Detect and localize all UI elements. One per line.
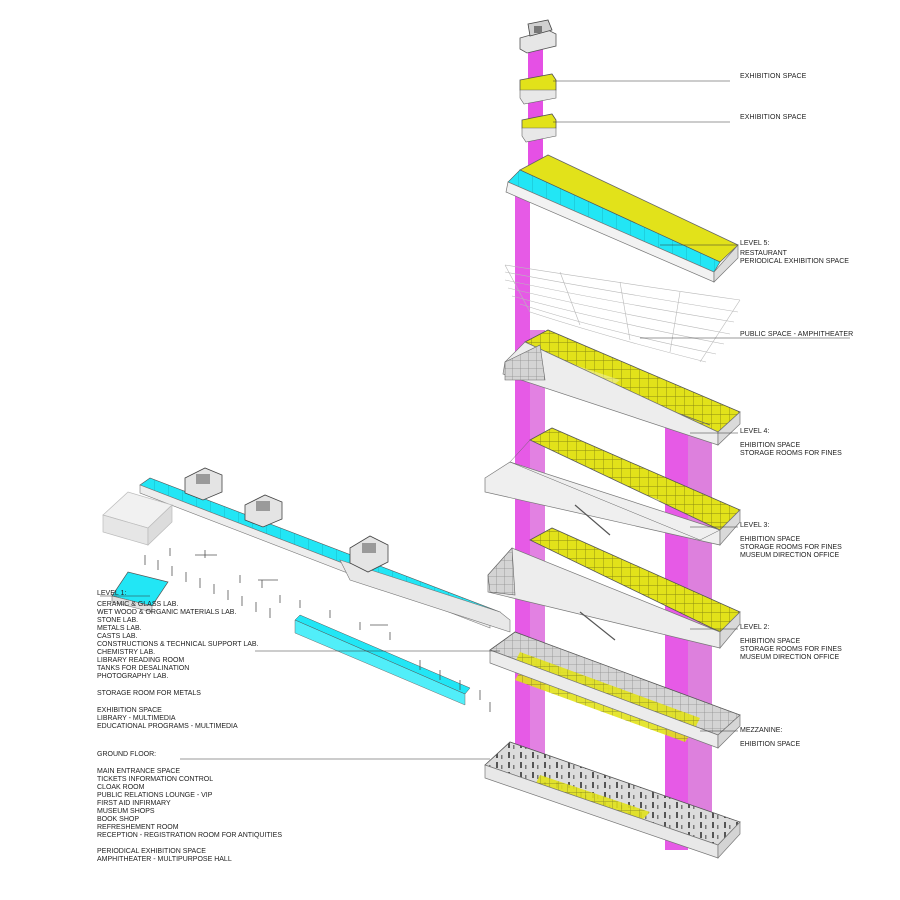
level-1-storage: STORAGE ROOM FOR METALS xyxy=(97,690,201,697)
ground-line: RECEPTION - REGISTRATION ROOM FOR ANTIQU… xyxy=(97,832,282,839)
label-mezzanine: MEZZANINE: EHIBITION SPACE xyxy=(740,727,800,749)
level-3-line: MUSEUM DIRECTION OFFICE xyxy=(740,552,840,559)
level-5-title: LEVEL 5: xyxy=(740,240,770,247)
level-1-line: CERAMIC & GLASS LAB. xyxy=(97,601,179,608)
ground-line: BOOK SHOP xyxy=(97,816,140,823)
label-level-4: LEVEL 4: EHIBITION SPACE STORAGE ROOMS F… xyxy=(740,428,842,458)
level-2-line: EHIBITION SPACE xyxy=(740,638,801,645)
label-level-5: LEVEL 5: RESTAURANT PERIODICAL EXHIBITIO… xyxy=(740,240,849,266)
ground-floor-slab xyxy=(484,741,741,859)
mezzanine-slab xyxy=(489,631,741,749)
left-wing-block xyxy=(102,491,173,546)
level-1-line: CONSTRUCTIONS & TECHNICAL SUPPORT LAB. xyxy=(97,641,259,648)
ground-line: PUBLIC RELATIONS LOUNGE - VIP xyxy=(97,792,213,799)
ground-line: MAIN ENTRANCE SPACE xyxy=(97,768,181,775)
label-amphitheater: PUBLIC SPACE - AMPHITHEATER xyxy=(740,331,854,338)
level-2-line: MUSEUM DIRECTION OFFICE xyxy=(740,654,840,661)
label-level-1: LEVEL 1: CERAMIC & GLASS LAB. WET WOOD &… xyxy=(97,590,259,731)
level-5-line: RESTAURANT xyxy=(740,250,787,257)
level-3-line: STORAGE ROOMS FOR FINES xyxy=(740,544,842,551)
level-4-title: LEVEL 4: xyxy=(740,428,770,435)
level-1-line: CHEMISTRY LAB. xyxy=(97,649,156,656)
label-level-3: LEVEL 3: EHIBITION SPACE STORAGE ROOMS F… xyxy=(740,522,842,560)
level-2-line: STORAGE ROOMS FOR FINES xyxy=(740,646,842,653)
level-1-line: STONE LAB. xyxy=(97,617,139,624)
level-1-line: TANKS FOR DESALINATION xyxy=(97,665,190,672)
top-pods xyxy=(519,19,557,143)
column-field xyxy=(144,548,491,712)
level-1-line: WET WOOD & ORGANIC MATERIALS LAB. xyxy=(97,609,237,616)
ground-line: TICKETS INFORMATION CONTROL xyxy=(97,776,214,783)
level-1-cyan-strip xyxy=(294,614,471,706)
ground-extra: AMPHITHEATER - MULTIPURPOSE HALL xyxy=(97,856,232,863)
level-1-line: CASTS LAB. xyxy=(97,633,138,640)
label-level-2: LEVEL 2: EHIBITION SPACE STORAGE ROOMS F… xyxy=(740,624,842,662)
label-top-exhibition-2: EXHIBITION SPACE xyxy=(740,114,807,121)
level-3-title: LEVEL 3: xyxy=(740,522,770,529)
level-4-slab xyxy=(502,329,741,446)
leader-lines xyxy=(100,80,850,760)
ground-line: REFRESHEMENT ROOM xyxy=(97,824,179,831)
left-wing-pool xyxy=(111,571,169,613)
level-1-extra: LIBRARY - MULTIMEDIA xyxy=(97,715,176,722)
level-2-title: LEVEL 2: xyxy=(740,624,770,631)
left-wing-channel xyxy=(139,467,511,633)
level-4-line: STORAGE ROOMS FOR FINES xyxy=(740,450,842,457)
level-1-extra: EDUCATIONAL PROGRAMS - MULTIMEDIA xyxy=(97,723,238,730)
label-ground-floor: GROUND FLOOR: MAIN ENTRANCE SPACE TICKET… xyxy=(97,751,282,864)
level-4-line: EHIBITION SPACE xyxy=(740,442,801,449)
channel-pod-2 xyxy=(244,494,283,528)
ground-line: FIRST AID INFIRMARY xyxy=(97,800,171,807)
level-1-line: LIBRARY READING ROOM xyxy=(97,657,185,664)
level-3-slab xyxy=(484,427,741,546)
ground-line: CLOAK ROOM xyxy=(97,784,145,791)
channel-pod-1 xyxy=(184,467,223,501)
level-1-line: METALS LAB. xyxy=(97,625,142,632)
level-1-line: PHOTOGRAPHY LAB. xyxy=(97,673,169,680)
mezzanine-line: EHIBITION SPACE xyxy=(740,741,801,748)
mezzanine-title: MEZZANINE: xyxy=(740,727,783,734)
level-3-line: EHIBITION SPACE xyxy=(740,536,801,543)
ground-line: MUSEUM SHOPS xyxy=(97,808,155,815)
level-1-extra: EXHIBITION SPACE xyxy=(97,707,162,714)
level-2-slab xyxy=(487,527,741,649)
level-5-line: PERIODICAL EXHIBITION SPACE xyxy=(740,258,849,265)
level-5-slab xyxy=(505,154,739,283)
channel-pod-3 xyxy=(349,535,389,573)
ground-title: GROUND FLOOR: xyxy=(97,751,157,758)
label-top-exhibition-1: EXHIBITION SPACE xyxy=(740,73,807,80)
level-1-title: LEVEL 1: xyxy=(97,590,127,597)
ground-extra: PERIODICAL EXHIBITION SPACE xyxy=(97,848,206,855)
